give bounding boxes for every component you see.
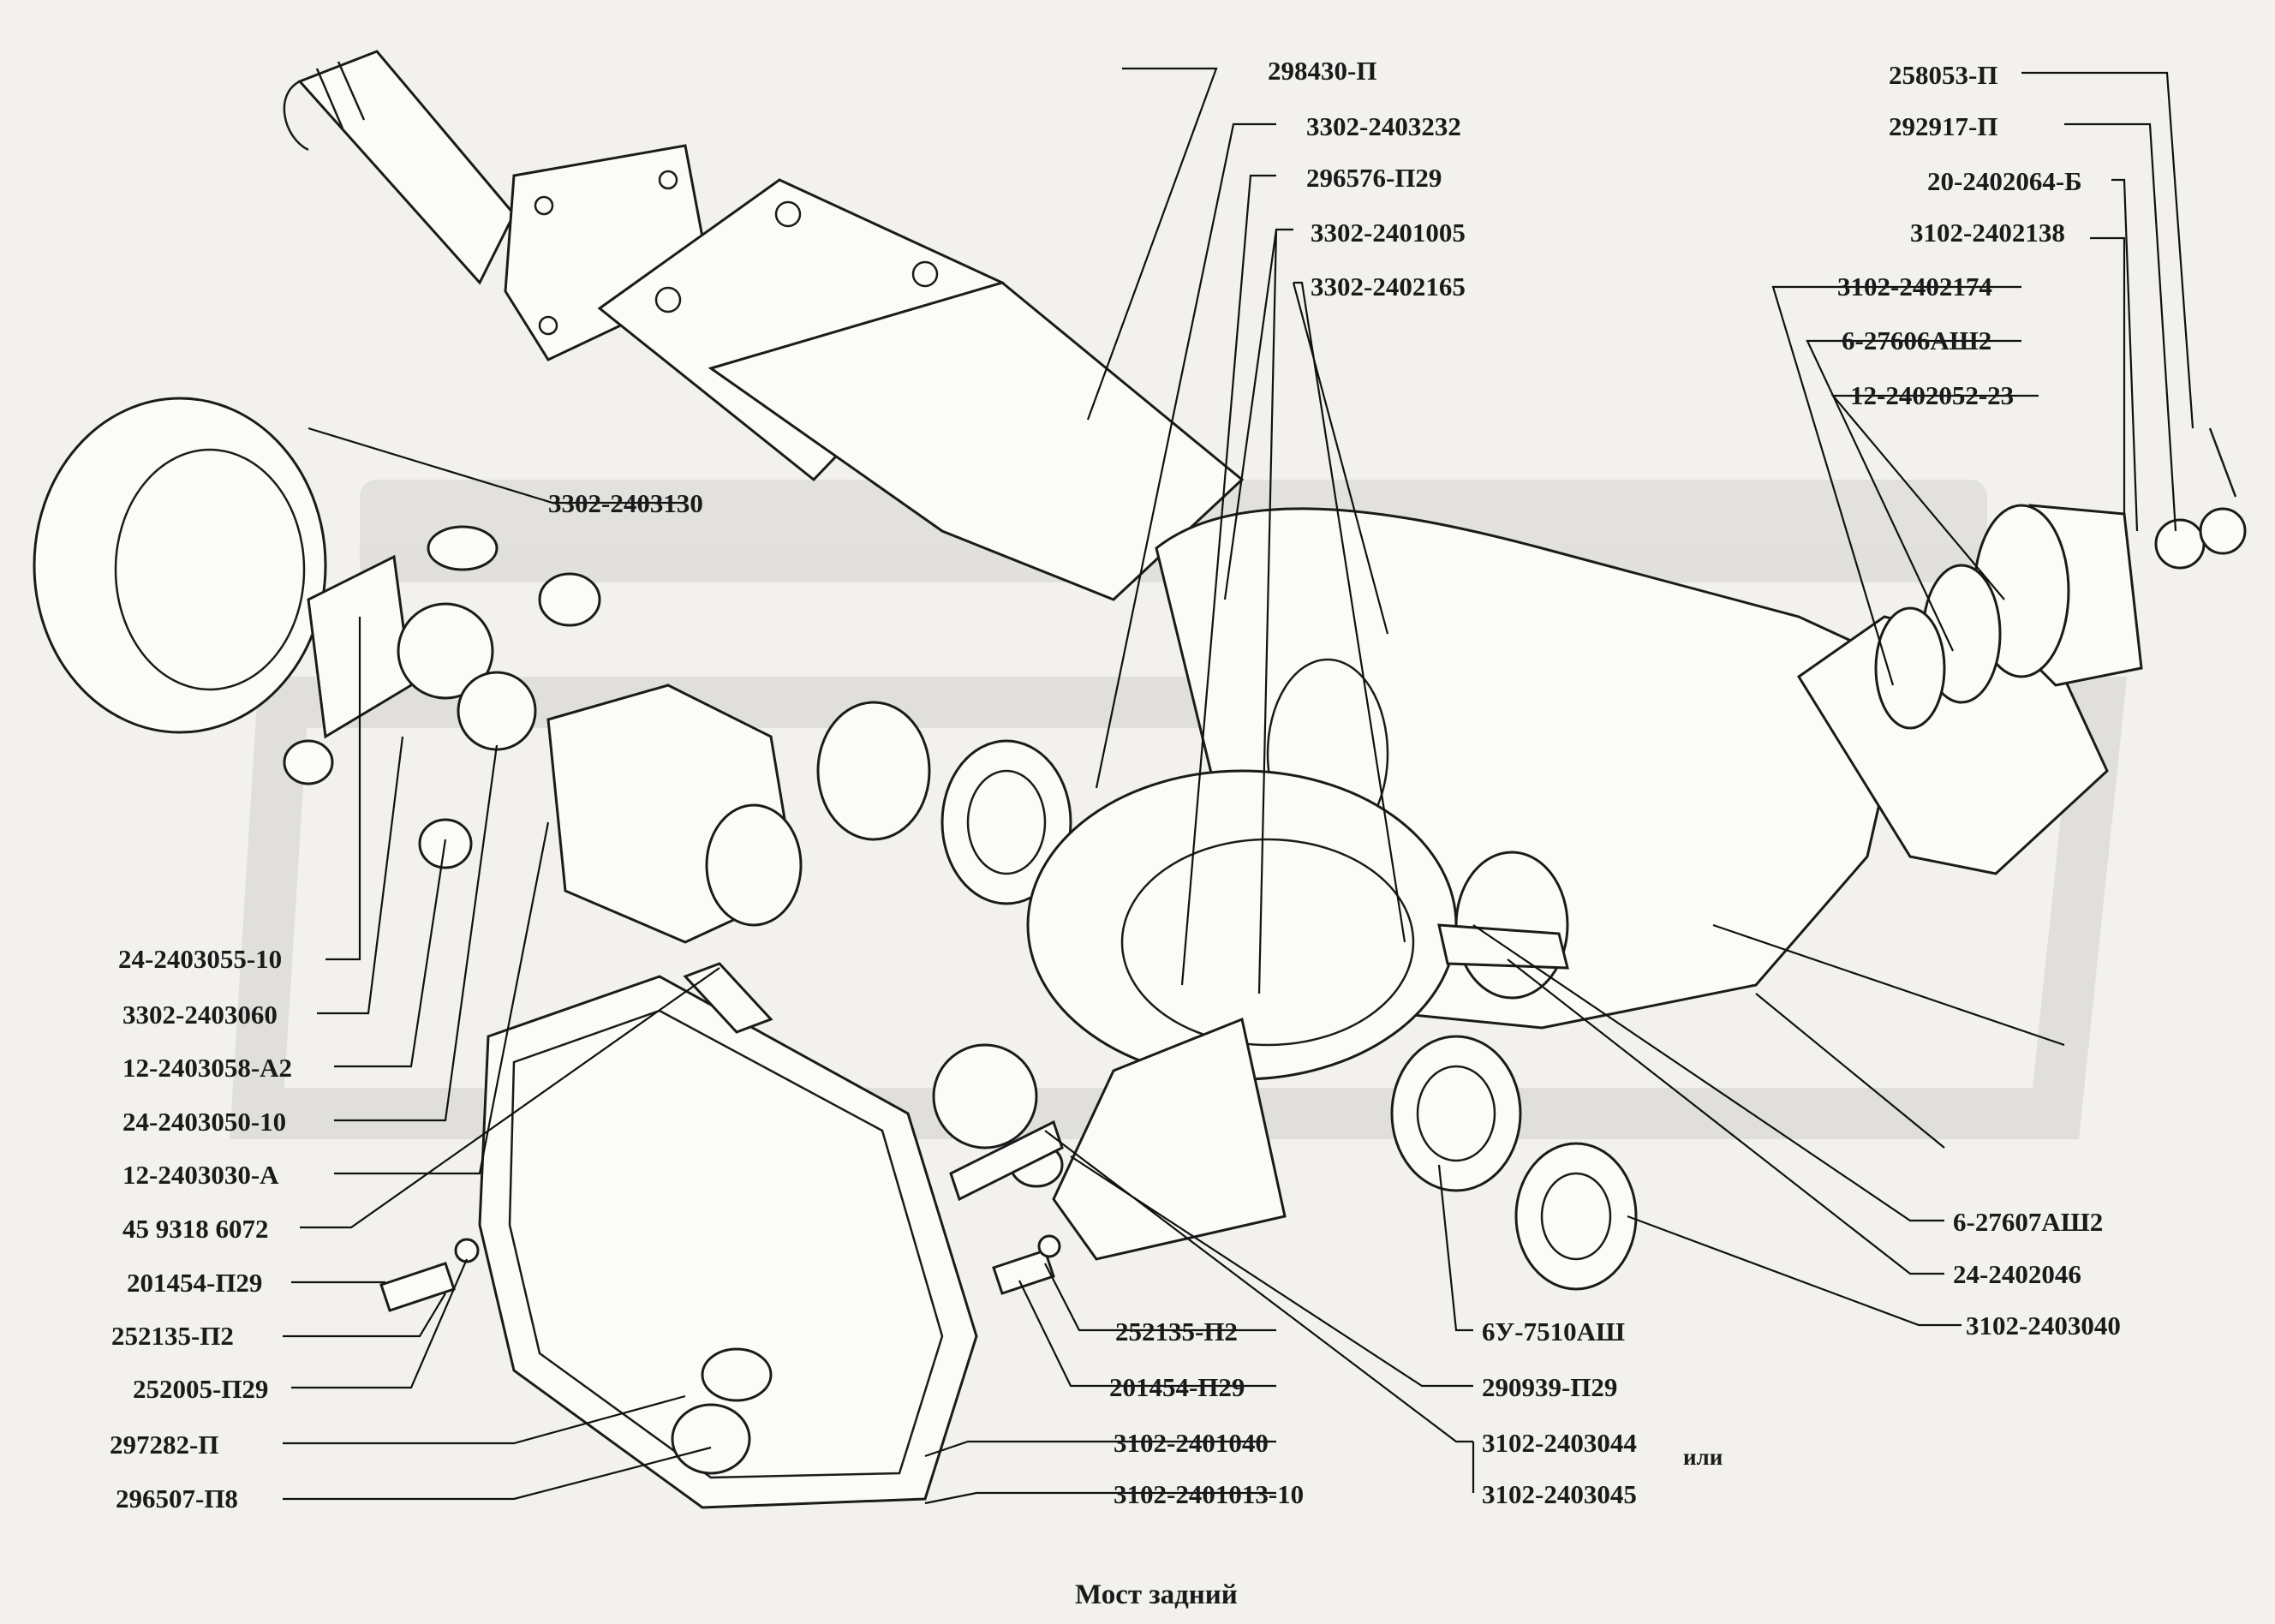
- callout-3302-2403060: 3302-2403060: [122, 1000, 278, 1030]
- diagram-caption: Мост задний: [1075, 1579, 1238, 1610]
- callout-20-2402064-b: 20-2402064-Б: [1927, 166, 2082, 196]
- callout-6-27607ash2: 6-27607АШ2: [1953, 1207, 2103, 1237]
- callout-labels: 298430-П 3302-2403232 296576-П29 3302-24…: [110, 56, 2121, 1514]
- callout-24-2402046: 24-2402046: [1953, 1259, 2081, 1289]
- callout-201454-p29-left: 201454-П29: [127, 1268, 262, 1298]
- callout-296507-p8: 296507-П8: [116, 1484, 238, 1514]
- axle-cover: [379, 962, 1061, 1509]
- callout-6-27606ash2: 6-27606АШ2: [1842, 325, 1991, 355]
- callout-290939-p29: 290939-П29: [1482, 1372, 1617, 1402]
- differential-left-parts: [33, 397, 1072, 944]
- callout-297282-p: 297282-П: [110, 1430, 218, 1460]
- callout-3102-2403040: 3102-2403040: [1966, 1311, 2121, 1340]
- callout-3302-2403130: 3302-2403130: [548, 488, 703, 518]
- leader-lines: [283, 67, 2194, 1505]
- callout-12-2403030-a: 12-2403030-А: [122, 1160, 279, 1190]
- callout-3302-2402165: 3302-2402165: [1311, 272, 1466, 302]
- callout-24-2403055-10: 24-2403055-10: [118, 944, 282, 974]
- callout-252135-p2-left: 252135-П2: [111, 1321, 234, 1351]
- callout-6u-7510ash: 6У-7510АШ: [1482, 1317, 1625, 1346]
- callout-252135-p2-mid: 252135-П2: [1115, 1317, 1238, 1346]
- callout-296576-p29: 296576-П29: [1306, 163, 1442, 193]
- callout-45-9318-6072: 45 9318 6072: [122, 1214, 269, 1244]
- callout-24-2403050-10: 24-2403050-10: [122, 1107, 286, 1137]
- callout-3102-2402138: 3102-2402138: [1910, 218, 2065, 248]
- callout-258053-p: 258053-П: [1889, 60, 1997, 90]
- callout-298430-p: 298430-П: [1268, 56, 1376, 86]
- callout-3102-2403045: 3102-2403045: [1482, 1479, 1637, 1509]
- callout-3302-2403232: 3302-2403232: [1306, 111, 1461, 141]
- ring-gear-assembly: [932, 769, 1638, 1291]
- callout-3102-2402174: 3102-2402174: [1837, 272, 1992, 302]
- callout-12-2403058-a2: 12-2403058-А2: [122, 1053, 292, 1083]
- callout-3102-2403044: 3102-2403044: [1482, 1428, 1637, 1458]
- callout-3102-2401013-10: 3102-2401013-10: [1114, 1479, 1304, 1509]
- callout-252005-p29: 252005-П29: [133, 1374, 268, 1404]
- callout-alt-word: или: [1683, 1444, 1723, 1470]
- callout-201454-p29-mid: 201454-П29: [1109, 1372, 1245, 1402]
- callout-292917-p: 292917-П: [1889, 111, 1997, 141]
- callout-12-2402052-23: 12-2402052-23: [1850, 380, 2014, 410]
- callout-3102-2401040: 3102-2401040: [1114, 1428, 1269, 1458]
- callout-3302-2401005: 3302-2401005: [1311, 218, 1466, 248]
- right-flange-group: [1874, 427, 2247, 730]
